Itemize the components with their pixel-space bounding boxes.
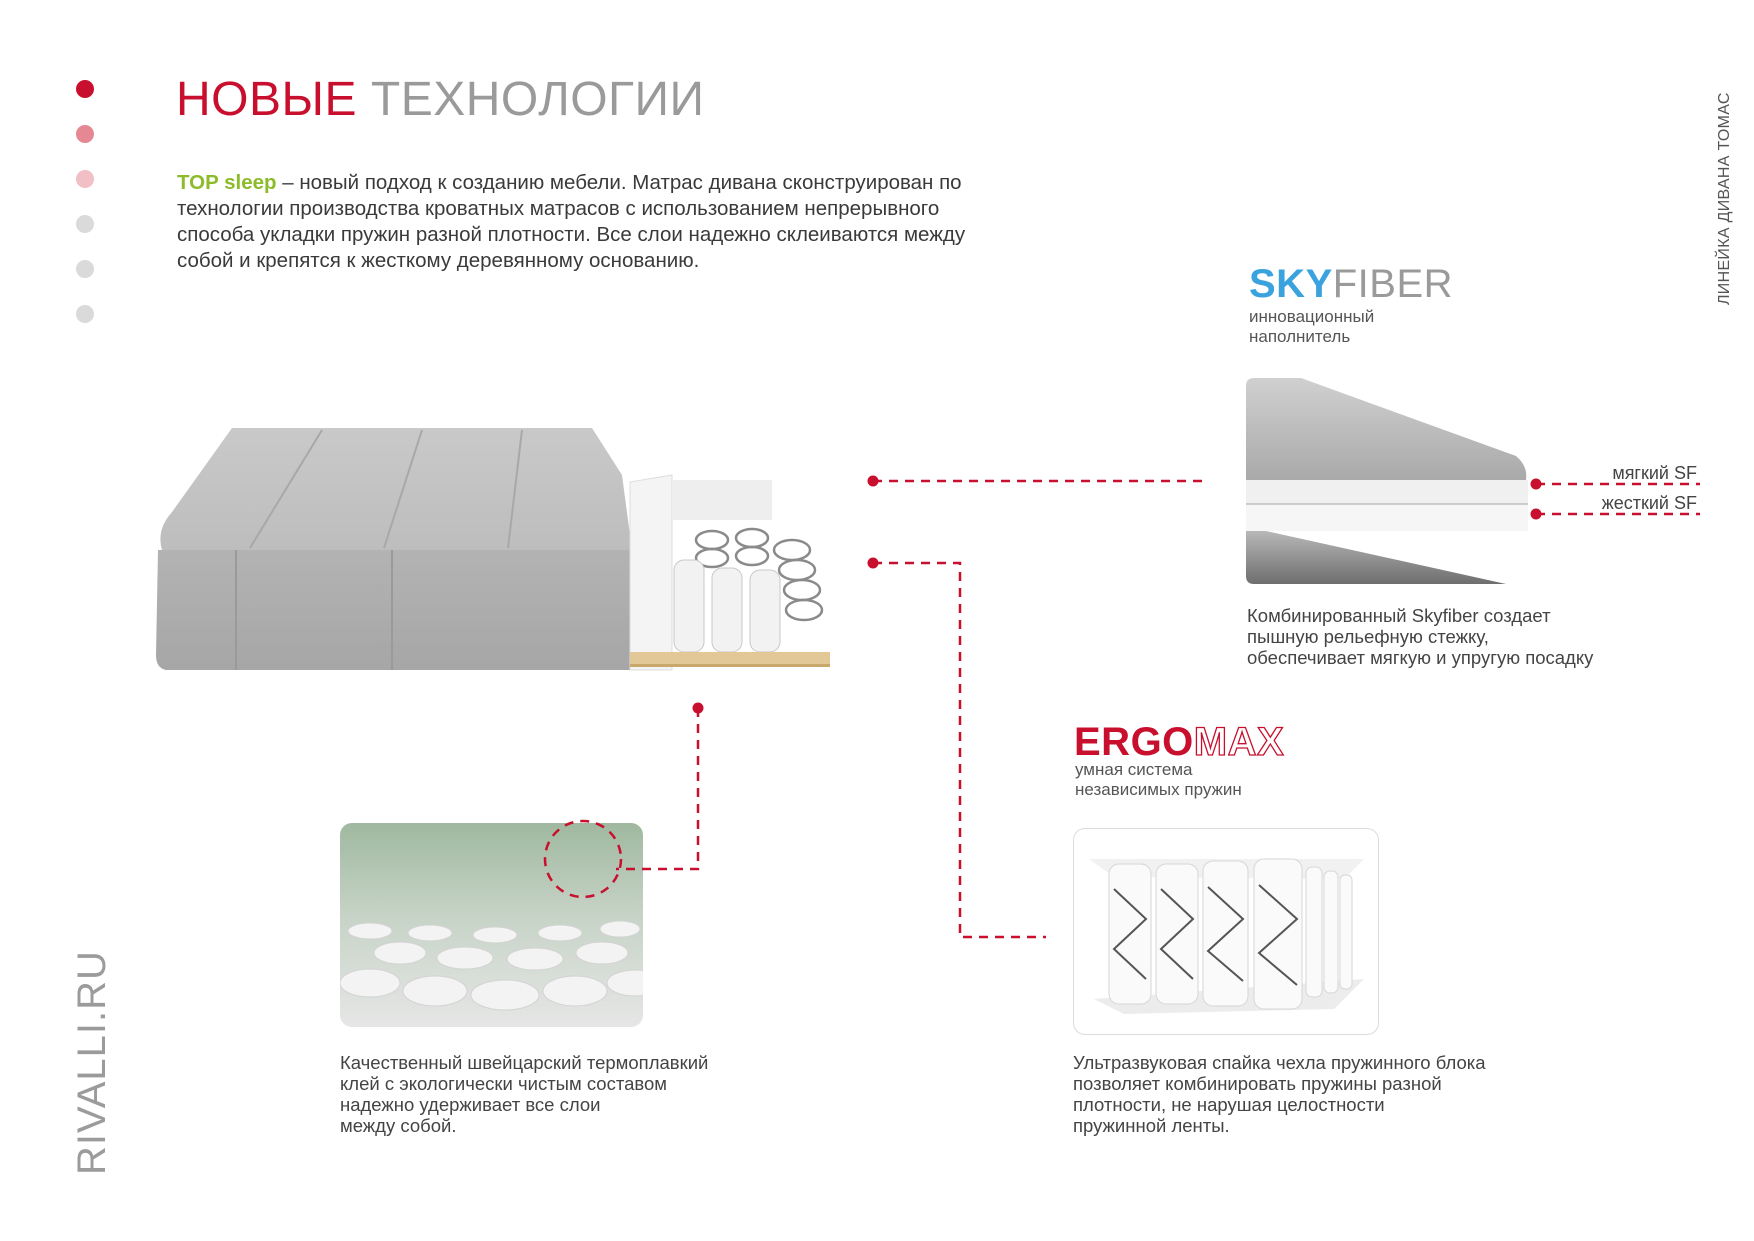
ergomax-subtitle: умная система независимых пружин <box>1075 760 1242 800</box>
intro-paragraph: TOP sleep – новый подход к созданию мебе… <box>177 170 997 274</box>
skyfiber-layers-image <box>1246 378 1528 584</box>
desc-line: надежно удерживает все слои <box>340 1094 601 1115</box>
page-dot-6[interactable] <box>76 305 94 323</box>
skyfiber-subtitle-line: наполнитель <box>1249 327 1351 346</box>
glue-description: Качественный швейцарский термоплавкий кл… <box>340 1052 760 1136</box>
desc-line: обеспечивает мягкую и упругую посадку <box>1247 647 1594 668</box>
pocket-springs-image <box>1073 828 1379 1035</box>
page-dot-4[interactable] <box>76 215 94 233</box>
desc-line: Ультразвуковая спайка чехла пружинного б… <box>1073 1052 1486 1073</box>
desc-line: клей с экологически чистым составом <box>340 1073 668 1094</box>
site-url[interactable]: RIVALLI.RU <box>70 950 114 1175</box>
callout-ergomax-line <box>873 561 1046 939</box>
skyfiber-logo: SKYFIBER <box>1249 262 1453 307</box>
page-indicator <box>76 80 96 350</box>
desc-line: между собой. <box>340 1115 457 1136</box>
desc-line: Качественный швейцарский термоплавкий <box>340 1052 709 1073</box>
ergomax-subtitle-line: независимых пружин <box>1075 780 1242 799</box>
page-dot-1[interactable] <box>76 80 94 98</box>
title-accent: НОВЫЕ <box>176 73 358 126</box>
desc-line: пружинной ленты. <box>1073 1115 1230 1136</box>
page-dot-2[interactable] <box>76 125 94 143</box>
page-dot-5[interactable] <box>76 260 94 278</box>
skyfiber-logo-sky: SKY <box>1249 262 1333 306</box>
desc-line: Комбинированный Skyfiber создает <box>1247 605 1551 626</box>
skyfiber-subtitle: инновационный наполнитель <box>1249 307 1374 347</box>
pocket-springs-icon <box>1089 858 1364 1014</box>
ergomax-logo-max: MAX <box>1193 719 1285 764</box>
skyfiber-description: Комбинированный Skyfiber создает пышную … <box>1247 605 1627 668</box>
series-caption: ЛИНЕЙКА ДИВАНА ТОМАС <box>1716 92 1733 305</box>
intro-text: – новый подход к созданию мебели. Матрас… <box>177 171 966 272</box>
callout-dot-icon <box>692 702 704 714</box>
glue-application-image <box>340 823 643 1027</box>
sofa-cutaway-illustration <box>156 428 830 671</box>
page-title: НОВЫЕ ТЕХНОЛОГИИ <box>176 72 705 127</box>
brand-top-sleep: TOP sleep <box>177 171 277 194</box>
desc-line: пышную рельефную стежку, <box>1247 626 1489 647</box>
layer-label-soft: мягкий SF <box>1612 463 1697 483</box>
desc-line: позволяет комбинировать пружины разной <box>1073 1073 1442 1094</box>
layer-label-hard: жесткий SF <box>1601 493 1697 513</box>
ergomax-description: Ультразвуковая спайка чехла пружинного б… <box>1073 1052 1533 1136</box>
skyfiber-subtitle-line: инновационный <box>1249 307 1375 326</box>
skyfiber-logo-fiber: FIBER <box>1332 262 1454 306</box>
glue-springs-icon <box>340 823 643 1027</box>
page-dot-3[interactable] <box>76 170 94 188</box>
ergomax-subtitle-line: умная система <box>1075 760 1193 779</box>
ergomax-logo: ERGOMAX <box>1074 719 1285 765</box>
desc-line: плотности, не нарушая целостности <box>1073 1094 1385 1115</box>
title-rest: ТЕХНОЛОГИИ <box>370 73 705 126</box>
ergomax-logo-ergo: ERGO <box>1074 720 1194 764</box>
